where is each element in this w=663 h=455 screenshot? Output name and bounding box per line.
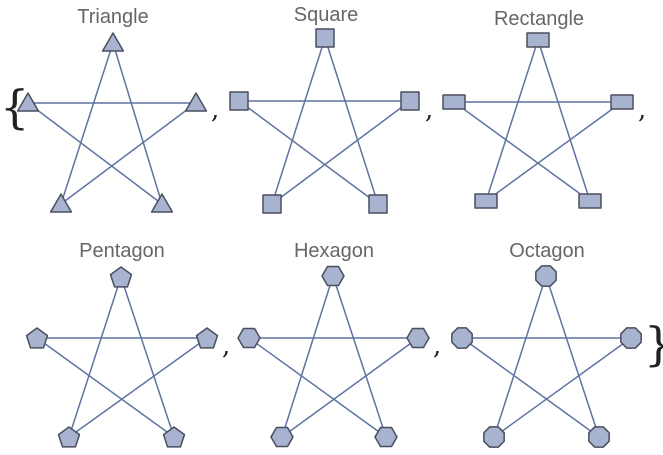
graph-edge <box>248 337 387 438</box>
hexagon-vertex <box>270 426 294 448</box>
graph-title: Square <box>294 4 359 26</box>
graph-edge <box>332 275 387 438</box>
graph-triangle: Triangle <box>16 6 208 213</box>
graph-edge <box>493 275 547 438</box>
triangle-vertex <box>16 92 40 112</box>
graph-edge <box>60 42 114 205</box>
graph-edge <box>112 42 163 205</box>
octagon-vertex <box>483 426 505 448</box>
graph-edge <box>281 275 334 438</box>
graph-hexagon: Hexagon <box>237 240 430 448</box>
graph-edge <box>36 337 175 438</box>
graph-edge <box>485 39 539 202</box>
graph-edge <box>271 100 411 205</box>
separator-comma: , <box>222 331 230 361</box>
rectangle-vertex <box>526 32 550 48</box>
square-vertex <box>262 194 282 214</box>
pentagon-vertex <box>109 266 133 288</box>
hexagon-vertex <box>374 426 398 448</box>
graph-edge <box>27 102 163 205</box>
octagon-vertex <box>535 265 557 287</box>
separator-comma: , <box>425 95 433 125</box>
rectangle-vertex <box>610 94 634 110</box>
square-vertex <box>229 91 249 111</box>
graph-edge <box>324 37 379 205</box>
graph-square: Square <box>229 4 420 214</box>
rectangle-vertex <box>474 193 498 209</box>
pentagon-vertex <box>25 327 49 349</box>
graph-edge <box>68 276 122 438</box>
hexagon-vertex <box>406 327 430 349</box>
open-brace: { <box>0 80 29 134</box>
square-vertex <box>400 91 420 111</box>
graph-edge <box>545 275 600 438</box>
triangle-vertex <box>101 32 125 52</box>
graph-edge <box>238 100 379 205</box>
graph-edge <box>537 39 591 202</box>
separator-comma: , <box>211 95 219 125</box>
hexagon-vertex <box>321 265 345 287</box>
graph-rectangle: Rectangle <box>442 8 634 209</box>
close-brace: } <box>644 317 663 371</box>
graph-title: Triangle <box>77 6 149 28</box>
graph-edge <box>68 337 208 438</box>
pentagon-vertex <box>57 426 81 448</box>
graph-edge <box>493 337 632 438</box>
rectangle-vertex <box>442 94 466 110</box>
graph-title: Pentagon <box>79 240 165 262</box>
hexagon-vertex <box>237 327 261 349</box>
graph-edge <box>453 101 591 202</box>
rectangle-vertex <box>578 193 602 209</box>
graph-title: Octagon <box>509 240 585 262</box>
graph-octagon: Octagon <box>451 240 642 448</box>
graph-edge <box>60 102 197 205</box>
separator-comma: , <box>433 331 441 361</box>
octagon-vertex <box>620 327 642 349</box>
octagon-vertex <box>451 327 473 349</box>
graph-title: Hexagon <box>294 240 374 262</box>
pentagon-vertex <box>195 327 219 349</box>
graph-pentagon: Pentagon <box>25 240 219 448</box>
graph-edge <box>461 337 600 438</box>
pentagon-vertex <box>162 426 186 448</box>
graph-edge <box>120 276 175 438</box>
square-vertex <box>368 194 388 214</box>
square-vertex <box>315 28 335 48</box>
separator-comma: , <box>638 95 646 125</box>
graph-edge <box>271 37 326 205</box>
triangle-vertex <box>49 193 73 213</box>
graph-edge <box>485 101 623 202</box>
graph-title: Rectangle <box>494 8 584 30</box>
triangle-vertex <box>150 193 174 213</box>
graph-edge <box>281 337 419 438</box>
octagon-vertex <box>588 426 610 448</box>
triangle-vertex <box>184 92 208 112</box>
